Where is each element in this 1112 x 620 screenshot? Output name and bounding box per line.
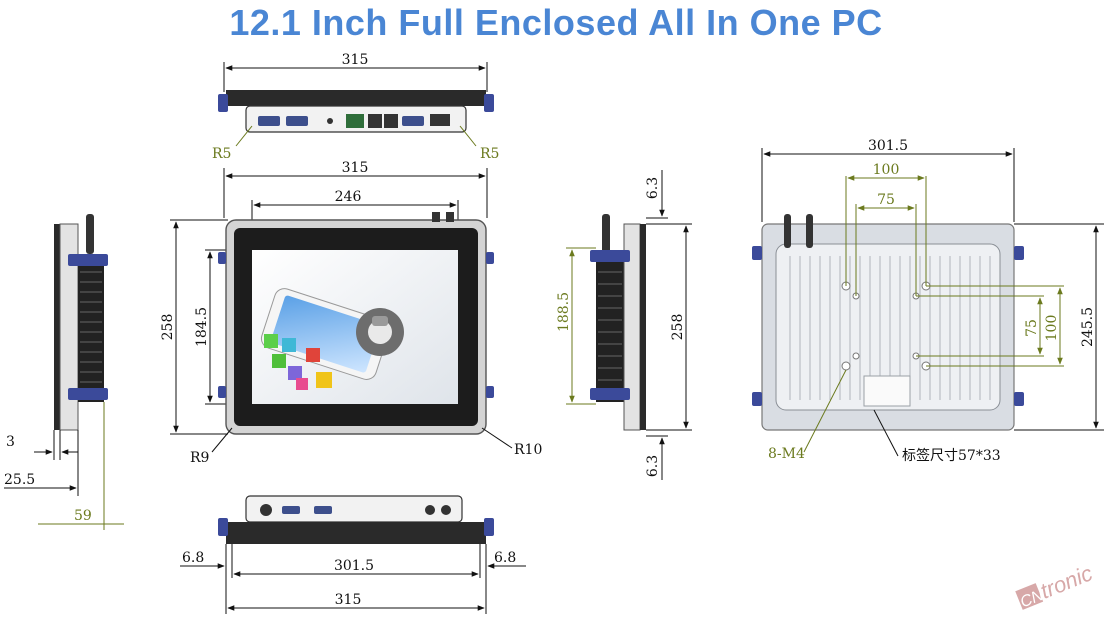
front-overall-height-label: 258 [160, 314, 176, 341]
front-display-height-label: 184.5 [194, 307, 210, 347]
back-overall-width-label: 301.5 [868, 138, 908, 154]
back-vesa-outer-height-label: 100 [1044, 315, 1060, 342]
back-vesa-outer-width-label: 100 [873, 162, 900, 178]
right-top-offset-label: 6.3 [645, 177, 661, 199]
right-bracket-height-label: 188.5 [556, 292, 572, 332]
bottom-view-frame [226, 522, 486, 544]
brand-watermark: CN tronic [1015, 560, 1096, 611]
bottom-overall-width-label: 315 [335, 592, 362, 608]
back-overall-height-label: 245.5 [1080, 307, 1096, 347]
brand-watermark-suffix: tronic [1037, 560, 1096, 603]
top-width-label: 315 [342, 52, 369, 68]
front-radius-right-label: R10 [514, 442, 542, 458]
left-total-depth-label: 59 [74, 508, 92, 524]
bottom-right-margin-label: 6.8 [494, 550, 516, 566]
back-vesa-inner-width-label: 75 [877, 192, 895, 208]
bottom-view: 6.8 6.8 301.5 315 [180, 495, 526, 614]
left-side-heatsink [78, 254, 104, 402]
front-radius-left-label: R9 [190, 450, 209, 466]
left-panel-depth-label: 25.5 [4, 472, 35, 488]
left-side-view: 3 25.5 59 [4, 214, 124, 530]
screen-cube-green [264, 334, 278, 348]
left-side-front-plate [54, 224, 60, 430]
bottom-inner-width-label: 301.5 [334, 558, 374, 574]
back-label-area [863, 375, 911, 407]
top-view-frame [226, 90, 486, 106]
top-view: 315 R5 R5 [212, 52, 499, 162]
right-side-heatsink [596, 250, 624, 402]
back-label-size-label: 标签尺寸57*33 [902, 447, 1001, 464]
back-vesa-inner-height-label: 75 [1024, 319, 1040, 337]
page-title: 12.1 Inch Full Enclosed All In One PC [229, 2, 883, 43]
right-bottom-offset-label: 6.3 [645, 455, 661, 477]
right-overall-height-label: 258 [670, 314, 686, 341]
back-view: 301.5 [752, 138, 1104, 464]
front-display-width-label: 246 [335, 189, 362, 205]
right-side-front-plate [640, 224, 646, 430]
top-radius-right-label: R5 [480, 146, 499, 162]
left-front-depth-label: 3 [6, 434, 15, 450]
top-radius-left-label: R5 [212, 146, 231, 162]
front-view: 315 246 258 184.5 [160, 160, 542, 466]
bottom-left-margin-label: 6.8 [182, 550, 204, 566]
right-side-view: 6.3 6.3 258 188.5 [556, 170, 692, 480]
brand-watermark-badge [1015, 583, 1044, 610]
back-screw-label: 8-M4 [768, 446, 805, 462]
front-overall-width-label: 315 [342, 160, 369, 176]
